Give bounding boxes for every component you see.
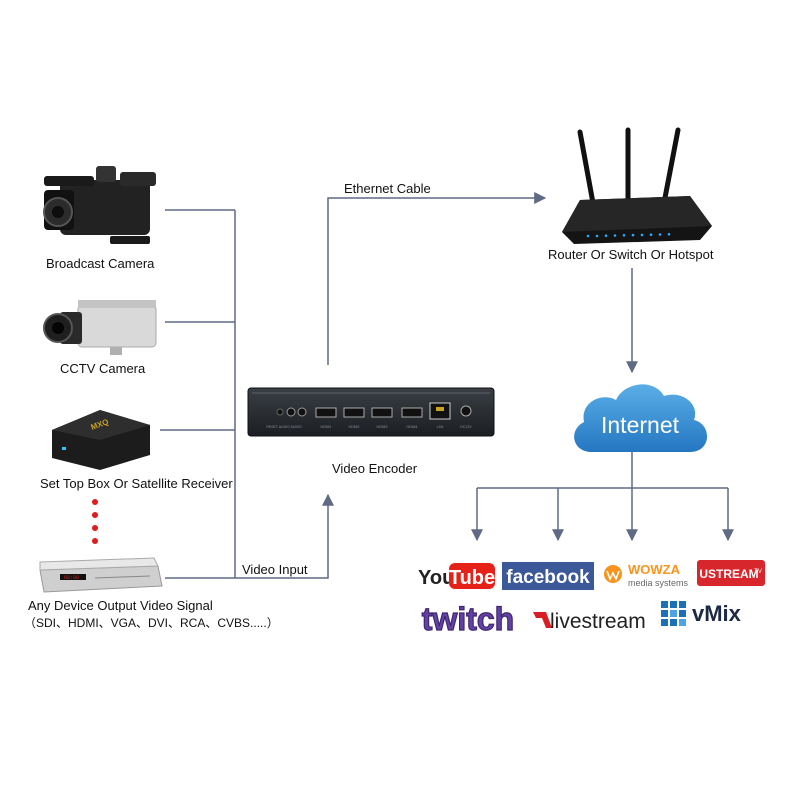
encoder-port-label: LAN	[437, 425, 444, 429]
vmix-logo: vMix	[661, 601, 742, 626]
internet-cloud-icon: Internet	[574, 384, 708, 452]
more-devices-dots	[92, 499, 98, 544]
connection-lines	[160, 192, 734, 579]
facebook-logo: facebook	[502, 562, 594, 590]
encoder-port-label: HDMI2	[349, 425, 360, 429]
wowza-text: WOWZA	[628, 562, 681, 577]
livestream-logo: livestream	[533, 610, 646, 633]
cctv-camera-label: CCTV Camera	[60, 361, 146, 376]
video-encoder-label: Video Encoder	[332, 461, 418, 476]
encoder-port-label: HDMI4	[407, 425, 418, 429]
twitch-logo: twitch	[421, 600, 515, 637]
internet-label: Internet	[601, 412, 680, 438]
youtube-you-text: You	[418, 567, 454, 589]
wowza-logo: WOWZA media systems	[604, 562, 689, 588]
youtube-tube-text: Tube	[449, 567, 495, 589]
vmix-text: vMix	[692, 601, 742, 626]
facebook-text: facebook	[506, 567, 590, 588]
broadcast-camera-label: Broadcast Camera	[46, 256, 155, 271]
any-device-signals-label: （SDI、HDMI、VGA、DVI、RCA、CVBS.....）	[24, 616, 279, 630]
ustream-text: USTREAM	[699, 567, 758, 581]
ustream-tv-text: TV	[754, 569, 762, 575]
encoder-port-label: HDMI3	[377, 425, 388, 429]
cctv-camera-icon	[43, 300, 157, 355]
twitch-text: twitch	[422, 601, 514, 637]
youtube-logo: You Tube	[418, 563, 495, 589]
encoder-port-label: RESET AUDIO AUDIO	[266, 425, 302, 429]
encoder-port-label: HDMI1	[321, 425, 332, 429]
video-encoder-device: RESET AUDIO AUDIO HDMI1 HDMI2 HDMI3 HDMI…	[247, 387, 495, 437]
video-input-label: Video Input	[242, 562, 308, 577]
router-label: Router Or Switch Or Hotspot	[548, 247, 714, 262]
set-top-box-label: Set Top Box Or Satellite Receiver	[40, 476, 233, 491]
svg-text:88:88: 88:88	[64, 575, 79, 581]
broadcast-camera-icon	[43, 166, 156, 244]
dvd-player-icon: 88:88	[39, 557, 163, 593]
livestream-text: livestream	[550, 610, 646, 633]
ethernet-cable-label: Ethernet Cable	[344, 181, 431, 196]
ustream-logo: USTREAM TV	[697, 560, 765, 586]
wowza-sub-text: media systems	[628, 578, 689, 588]
router-icon	[562, 127, 712, 244]
encoder-port-label: DC12V	[460, 425, 472, 429]
any-device-label: Any Device Output Video Signal	[28, 598, 213, 613]
set-top-box-icon: MXQ	[52, 410, 150, 470]
